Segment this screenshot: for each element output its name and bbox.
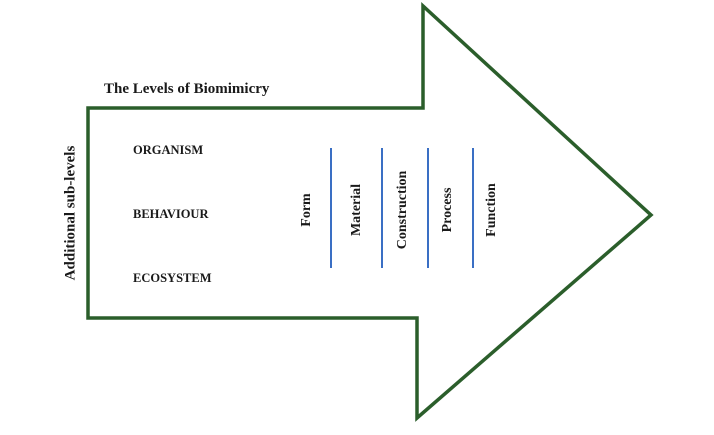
aspect-function: Function bbox=[484, 183, 499, 237]
aspect-material: Material bbox=[349, 183, 364, 237]
divider-3 bbox=[427, 148, 429, 268]
side-label: Additional sub-levels bbox=[62, 145, 79, 281]
diagram-title: The Levels of Biomimicry bbox=[104, 81, 270, 97]
level-ecosystem: ECOSYSTEM bbox=[133, 271, 212, 285]
level-behaviour: BEHAVIOUR bbox=[133, 207, 209, 221]
level-organism: ORGANISM bbox=[133, 143, 204, 157]
divider-4 bbox=[472, 148, 474, 268]
aspect-process: Process bbox=[440, 187, 455, 233]
aspect-form: Form bbox=[299, 193, 314, 227]
arrow-outline bbox=[86, 2, 654, 422]
divider-1 bbox=[330, 148, 332, 268]
aspect-construction: Construction bbox=[395, 170, 410, 250]
divider-2 bbox=[381, 148, 383, 268]
